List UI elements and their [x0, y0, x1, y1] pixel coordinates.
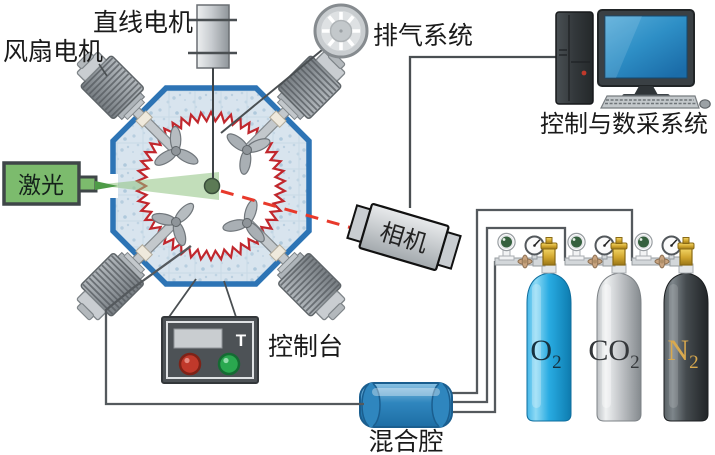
computer-tower	[555, 11, 594, 105]
pipe-o2	[452, 261, 497, 414]
laser-label: 激光	[18, 173, 64, 198]
control-daq-system	[555, 9, 711, 109]
control-console: T	[161, 316, 259, 384]
laser-unit: 激光	[2, 161, 98, 206]
laser-beam-core	[95, 181, 118, 190]
label-mixing-chamber: 混合腔	[368, 428, 443, 455]
cylinder-o2: O2	[494, 232, 572, 422]
console-temp-indicator: T	[236, 331, 247, 350]
console-button-red[interactable]	[178, 352, 202, 376]
cylinder-co2-label: CO2	[588, 334, 639, 373]
camera-sightline	[220, 189, 353, 230]
mixing-chamber	[359, 382, 453, 428]
label-linear-motor: 直线电机	[93, 9, 193, 37]
laser-beam	[95, 172, 219, 200]
label-fan-motor: 风扇电机	[3, 38, 103, 66]
cylinder-n2-label: N2	[667, 334, 698, 373]
cylinder-co2: CO2	[564, 232, 642, 422]
pipe-n2	[452, 208, 634, 395]
label-exhaust-system: 排气系统	[373, 22, 473, 50]
cylinder-n2: N2	[631, 232, 709, 422]
console-display	[173, 328, 223, 349]
gas-pipes	[452, 208, 634, 414]
console-button-green[interactable]	[217, 352, 241, 376]
label-console: 控制台	[268, 333, 343, 361]
linear-motor	[188, 4, 237, 69]
mixer-supply-pipe	[104, 245, 364, 406]
fan-motor-pointer	[98, 63, 108, 77]
exhaust-duct-line	[220, 49, 323, 134]
diagram-labels: 直线电机 风扇电机 排气系统 控制与数采系统 控制台 混合腔	[3, 9, 708, 455]
cylinder-o2-label: O2	[530, 334, 561, 373]
label-control-daq: 控制与数采系统	[540, 111, 708, 138]
ignition-electrode	[203, 177, 221, 195]
console-wires	[168, 278, 237, 318]
keyboard	[600, 95, 700, 109]
exhaust-fan	[313, 3, 369, 59]
camera: 相机	[346, 202, 462, 272]
pipe-co2	[452, 226, 567, 404]
camera-signal-wire	[408, 55, 557, 208]
monitor-stand	[634, 86, 658, 95]
mouse	[699, 99, 711, 109]
